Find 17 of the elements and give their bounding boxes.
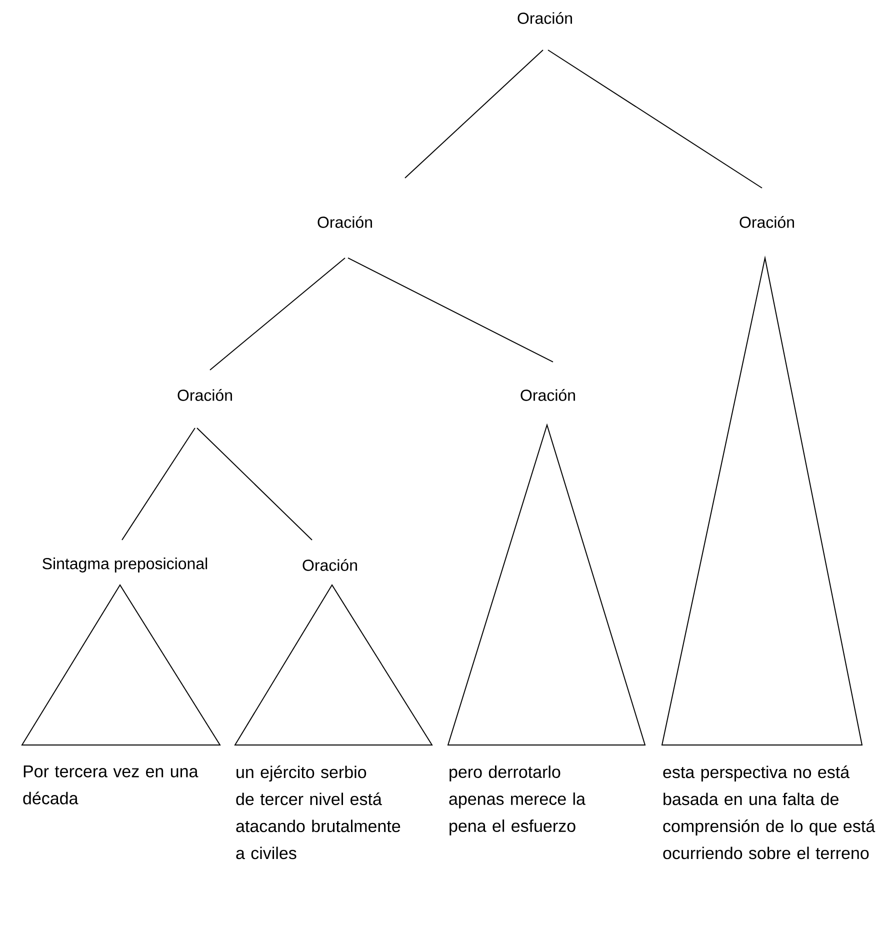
phrase-text: esta perspectiva no está basada en una falta de comprensión de lo que está ocurriendo sobre el terreno <box>663 766 876 860</box>
tree-branch <box>404 49 544 178</box>
phrase-text: pero derrotarlo apenas merece la pena el esfuerzo <box>449 766 586 836</box>
node-label: Oración <box>302 559 357 571</box>
tree-branch <box>196 428 312 540</box>
node-label: Oración <box>178 389 232 401</box>
phrase-text: Por tercera vez en una década <box>23 766 198 804</box>
phrase-text: un ejército serbio de tercer nivel está atacando brutalmente a civiles <box>236 766 400 860</box>
node-label: Sintagma preposicional <box>42 558 208 572</box>
node-label: Oración <box>318 216 372 228</box>
node-label: Oración <box>740 216 794 228</box>
tree-branch <box>210 258 346 370</box>
node-label: Oración <box>520 389 575 401</box>
tree-branch <box>122 428 196 540</box>
node-label: Oración <box>518 12 572 24</box>
tree-branch <box>548 49 762 188</box>
tree-branch <box>348 258 554 362</box>
